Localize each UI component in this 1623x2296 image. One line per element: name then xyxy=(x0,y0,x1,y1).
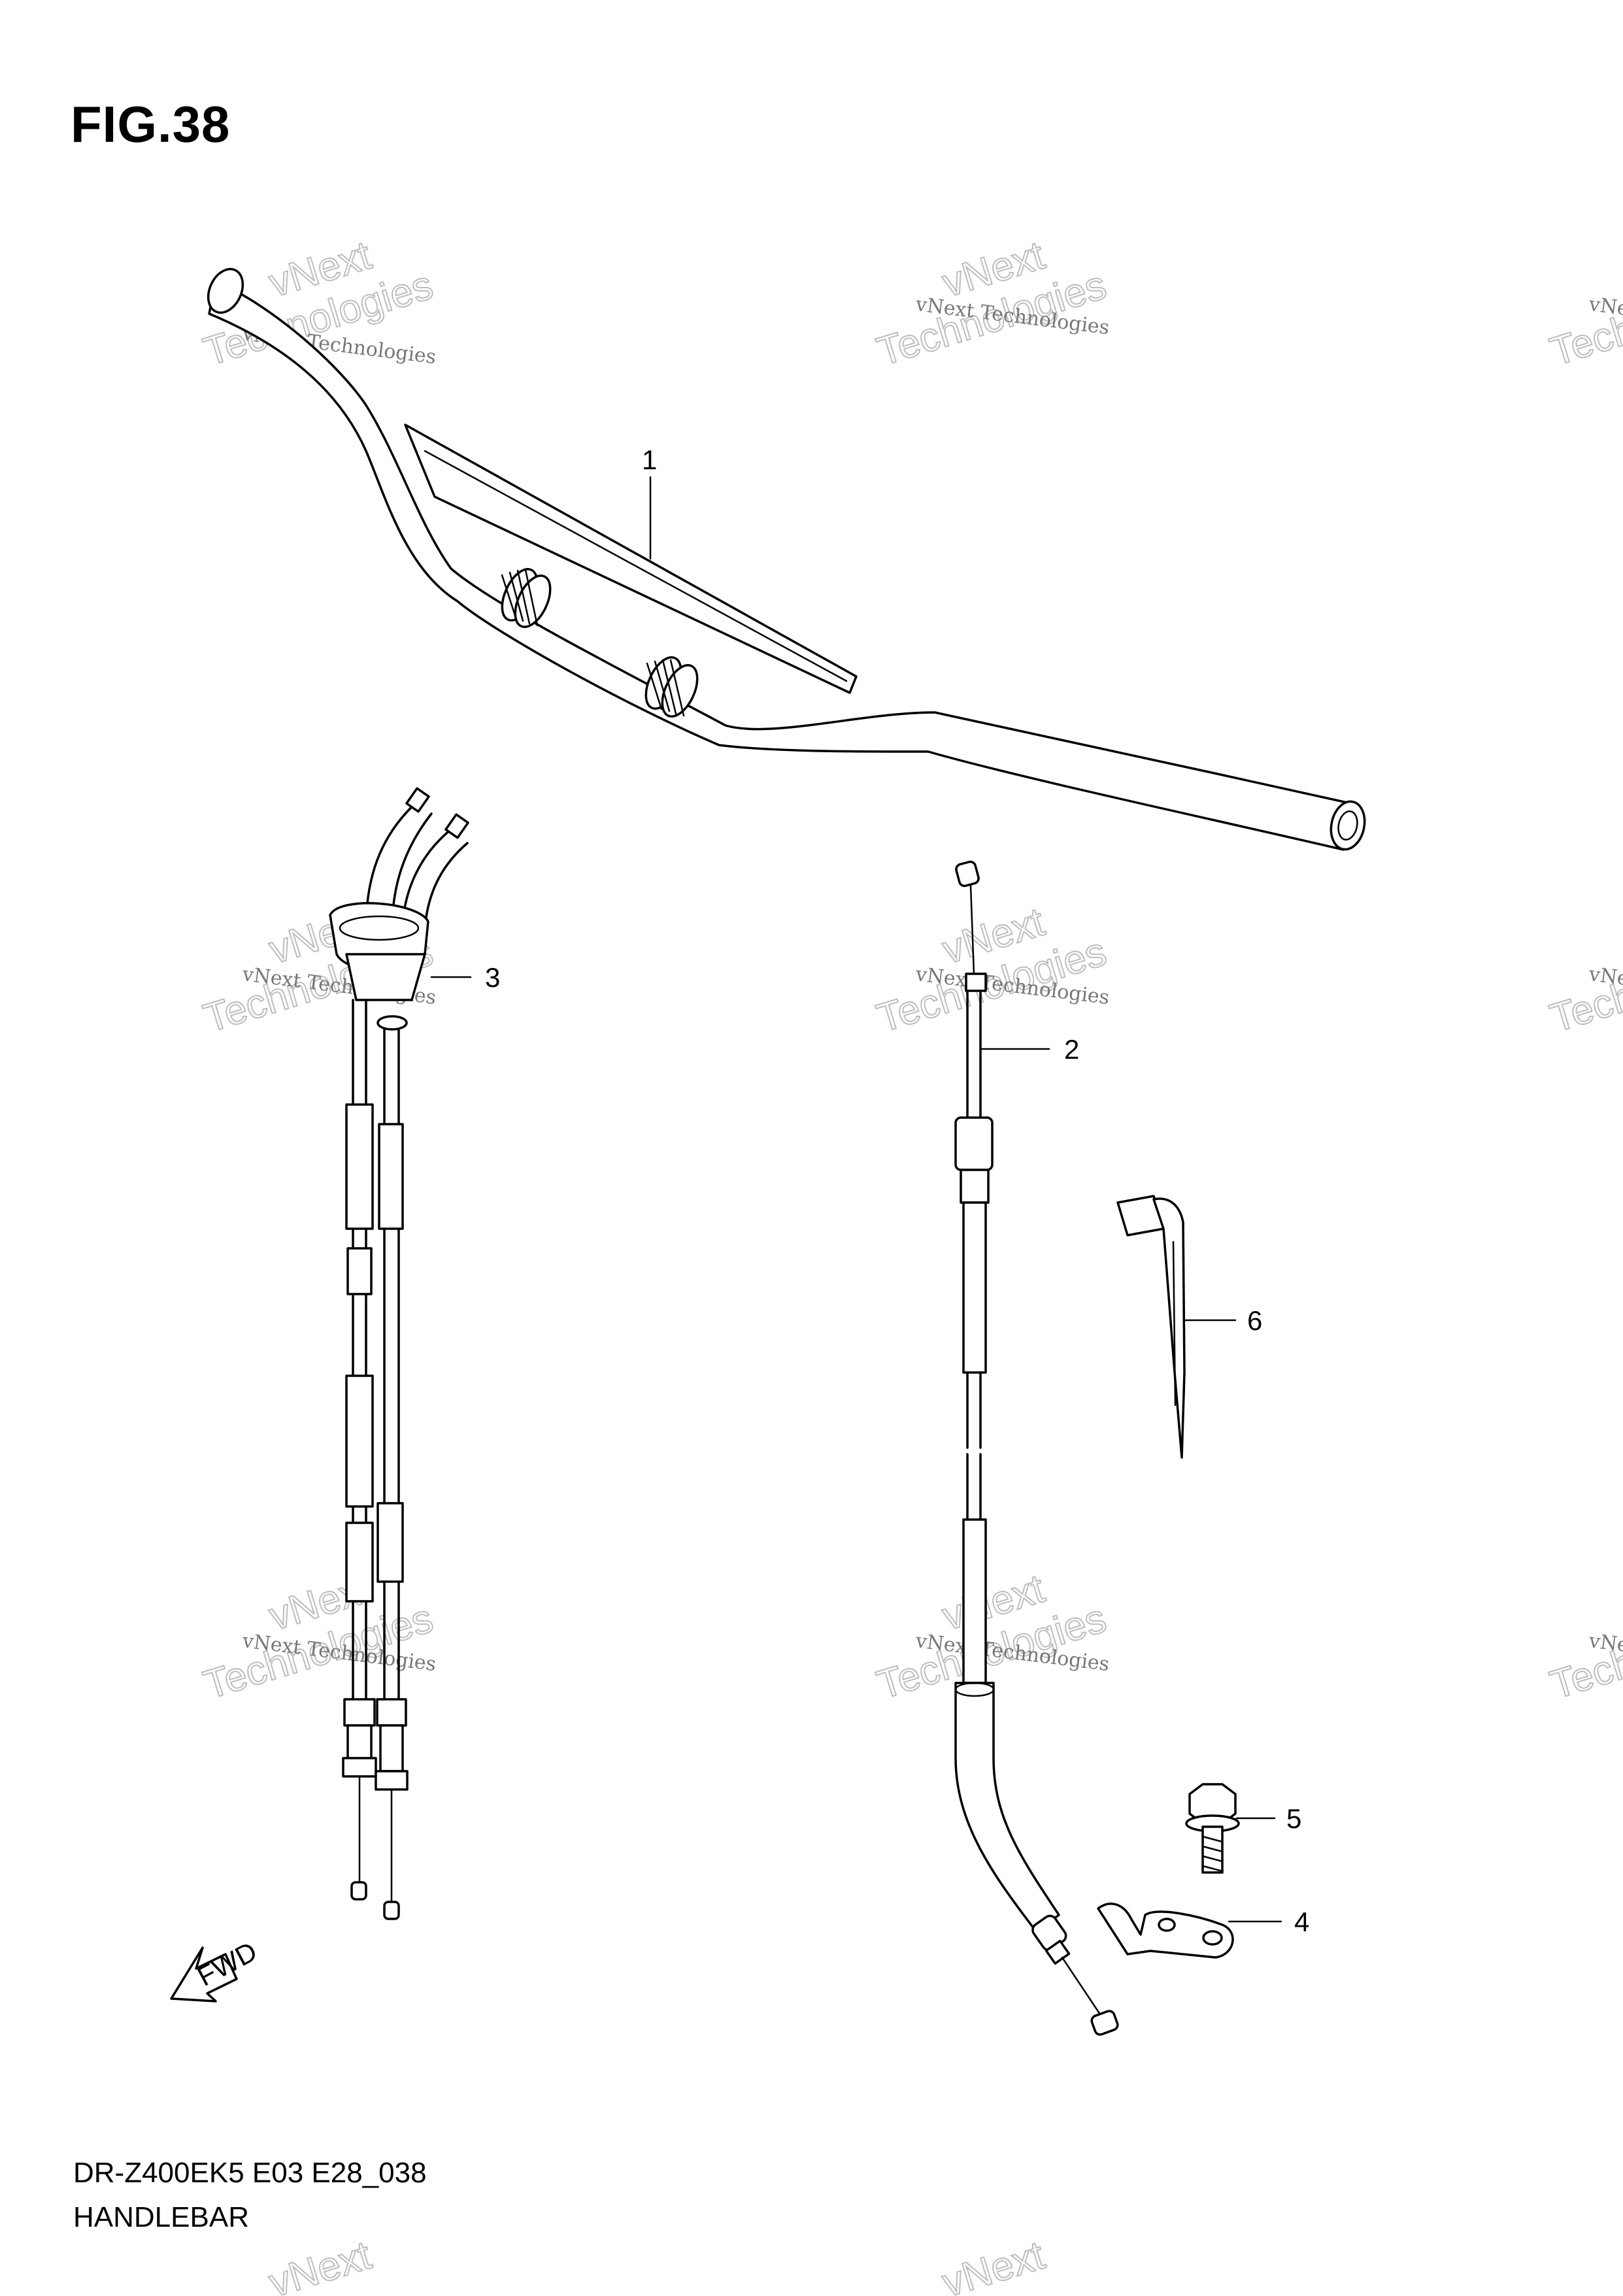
lever-pin-part-6 xyxy=(1116,1195,1186,1459)
model-code: DR-Z400EK5 E03 E28_038 xyxy=(73,2157,427,2189)
watermark: vNext Technologies vNext Technologies xyxy=(871,232,1112,375)
callout-1: 1 xyxy=(642,444,657,475)
knurl-ring-left xyxy=(501,568,552,628)
figure-title: FIG.38 xyxy=(71,95,231,153)
callouts: 1 3 2 6 5 4 xyxy=(430,444,1309,1937)
handlebar-part-1 xyxy=(207,267,1366,851)
callout-3: 3 xyxy=(485,962,500,993)
section-name: HANDLEBAR xyxy=(73,2201,249,2233)
watermark: Technologies vNext Technologies xyxy=(1545,929,1623,1042)
throttle-cable-part-3 xyxy=(329,787,469,1920)
callout-4: 4 xyxy=(1294,1906,1309,1937)
callout-5: 5 xyxy=(1286,1803,1301,1834)
forward-arrow-icon: FWD xyxy=(170,1936,262,2003)
watermark: Technologies vNext Technologies xyxy=(1545,1595,1623,1709)
watermark: vNext Technologies vNext Technologies xyxy=(198,1565,439,1708)
bolt-part-5 xyxy=(1185,1783,1240,1874)
svg-text:vNext: vNext xyxy=(264,2233,376,2296)
watermark: vNext xyxy=(263,2232,377,2296)
callout-6: 6 xyxy=(1247,1305,1262,1336)
bracket-part-4 xyxy=(1097,1903,1234,1959)
callout-2: 2 xyxy=(1064,1034,1079,1065)
watermark: Technologies vNext Technologies xyxy=(1545,262,1623,376)
svg-text:Technologies: Technologies xyxy=(1545,263,1623,375)
watermark: vNext xyxy=(937,2232,1050,2296)
knurl-ring-right xyxy=(644,656,699,718)
svg-text:vNext: vNext xyxy=(937,2233,1050,2296)
watermark: vNext Technologies vNext Technologies xyxy=(871,899,1112,1042)
clutch-cable-part-2 xyxy=(954,860,1119,2036)
